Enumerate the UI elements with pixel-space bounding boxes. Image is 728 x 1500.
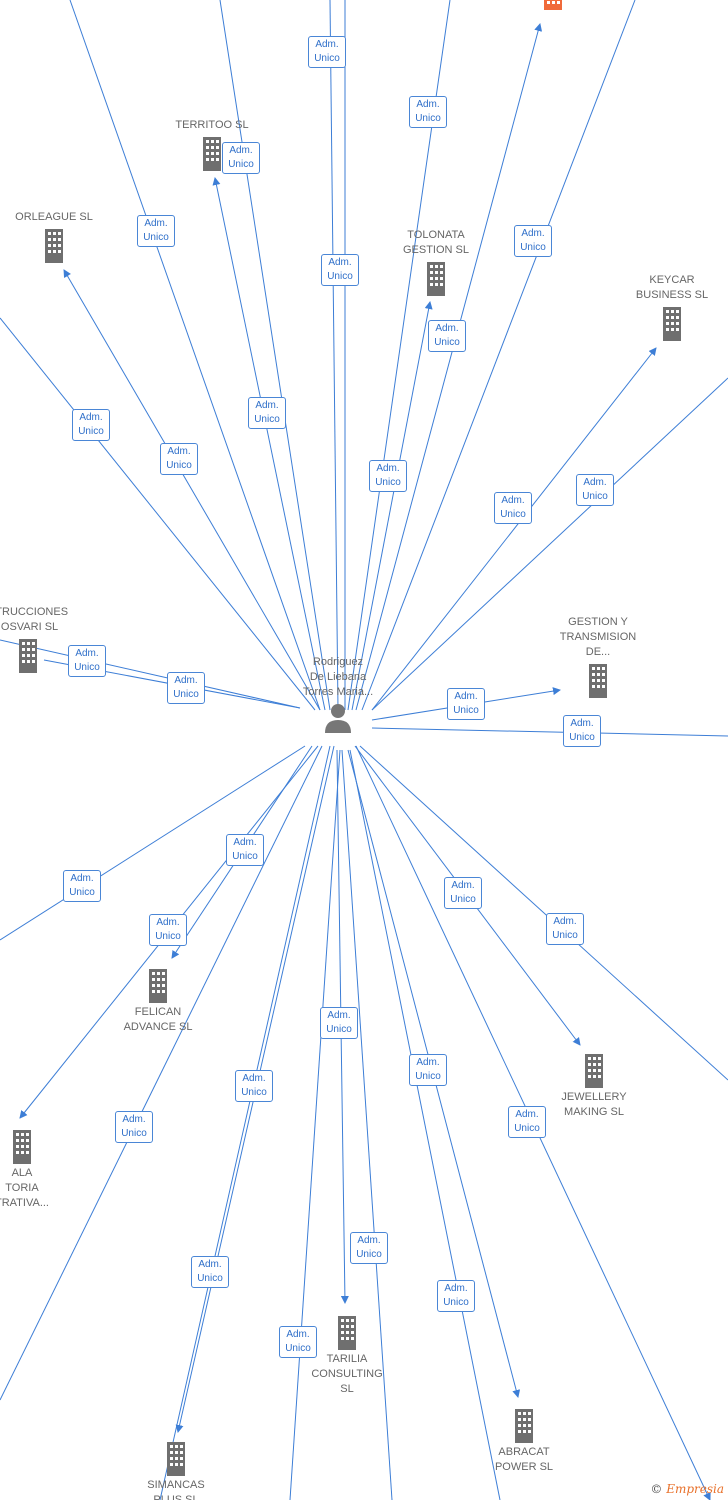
relation-edge [0,639,301,709]
relation-edge [371,377,728,711]
edge-role-label[interactable]: Adm. Unico [437,1280,475,1312]
edge-role-label[interactable]: Adm. Unico [308,36,346,68]
edge-role-label[interactable]: Adm. Unico [167,672,205,704]
edge-role-label[interactable]: Adm. Unico [279,1326,317,1358]
building-icon [149,969,167,1003]
company-node-tarilia[interactable]: TARILIA CONSULTING SL [300,1312,394,1397]
edge-role-label[interactable]: Adm. Unico [63,870,101,902]
relation-edge [361,0,636,711]
company-node-jewellery[interactable]: JEWELLERY MAKING SL [546,1050,642,1120]
company-node-keycar[interactable]: KEYCAR BUSINESS SL [624,273,720,343]
edge-role-label[interactable]: Adm. Unico [160,443,198,475]
edge-role-label[interactable]: Adm. Unico [428,320,466,352]
edge-role-label[interactable]: Adm. Unico [508,1106,546,1138]
company-label: ORLEAGUE SL [15,211,93,223]
relation-edge [0,317,316,711]
edge-role-label[interactable]: Adm. Unico [248,397,286,429]
edge-role-label[interactable]: Adm. Unico [115,1111,153,1143]
building-icon [13,1130,31,1164]
relation-edge [359,745,728,1081]
edge-role-label[interactable]: Adm. Unico [72,409,110,441]
edge-role-label[interactable]: Adm. Unico [68,645,106,677]
company-label: ABRACAT POWER SL [494,1446,554,1473]
edge-role-label[interactable]: Adm. Unico [546,913,584,945]
relation-edge [69,0,321,711]
edge-role-label[interactable]: Adm. Unico [563,715,601,747]
edge-role-label[interactable]: Adm. Unico [222,142,260,174]
edge-role-label[interactable]: Adm. Unico [494,492,532,524]
company-node-highlighted[interactable] [530,0,576,12]
relation-edge [371,347,657,711]
edge-role-label[interactable]: Adm. Unico [235,1070,273,1102]
relation-edge [63,269,321,711]
edge-role-label[interactable]: Adm. Unico [409,96,447,128]
building-icon [515,1409,533,1443]
edge-role-label[interactable]: Adm. Unico [576,474,614,506]
company-node-gestion[interactable]: GESTION Y TRANSMISION DE... [552,615,644,700]
company-node-simancas[interactable]: SIMANCAS PLUS SL [130,1438,222,1500]
watermark: © Empresia [650,1482,724,1496]
building-icon [338,1316,356,1350]
company-label: FELICAN ADVANCE SL [123,1006,193,1033]
company-node-abracat[interactable]: ABRACAT POWER SL [478,1405,570,1475]
company-node-consultoria[interactable]: ALA TORIA TRATIVA... [0,1126,60,1211]
building-icon [167,1442,185,1476]
edge-role-label[interactable]: Adm. Unico [409,1054,447,1086]
building-icon [663,307,681,341]
edge-role-label[interactable]: Adm. Unico [321,254,359,286]
center-person-node[interactable]: Rodriguez De Liebana Torres Maria... [290,655,386,736]
relation-edge [0,745,306,941]
relation-edge [329,0,339,711]
relation-edge [351,301,433,711]
company-node-territoo[interactable]: TERRITOO SL [160,118,264,173]
building-icon [427,262,445,296]
edge-role-label[interactable]: Adm. Unico [226,834,264,866]
relation-edge [159,745,331,1500]
relation-edge [212,177,326,711]
relation-edge [289,749,341,1500]
brand-logo: Empresia [666,1482,724,1496]
company-label: TARILIA CONSULTING SL [311,1353,383,1395]
company-node-construcciones[interactable]: STRUCCIONES IOSVARI SL [0,605,78,675]
relation-edge [341,749,393,1500]
building-icon [203,137,221,171]
company-label: GESTION Y TRANSMISION DE... [559,616,637,658]
company-node-felican[interactable]: FELICAN ADVANCE SL [108,965,208,1035]
center-person-label: Rodriguez De Liebana Torres Maria... [302,656,374,698]
edge-role-label[interactable]: Adm. Unico [149,914,187,946]
building-icon [19,639,37,673]
company-label: JEWELLERY MAKING SL [561,1091,627,1118]
edge-role-label[interactable]: Adm. Unico [320,1007,358,1039]
company-label: STRUCCIONES IOSVARI SL [0,606,69,633]
company-label: KEYCAR BUSINESS SL [635,274,709,301]
building-icon [45,229,63,263]
building-icon-highlighted [544,0,562,10]
company-node-tolonata[interactable]: TOLONATA GESTION SL [388,228,484,298]
company-label: TERRITOO SL [175,119,249,131]
edge-role-label[interactable]: Adm. Unico [447,688,485,720]
relation-edge [0,745,323,1401]
building-icon [589,664,607,698]
copyright-symbol: © [650,1482,663,1496]
relation-edge [371,727,728,737]
edge-role-label[interactable]: Adm. Unico [514,225,552,257]
edge-role-label[interactable]: Adm. Unico [191,1256,229,1288]
company-label: SIMANCAS PLUS SL [147,1479,205,1500]
relation-edge [349,749,501,1500]
person-icon [325,704,351,733]
company-node-orleague[interactable]: ORLEAGUE SL [0,210,108,265]
relation-edge [355,23,543,711]
edge-role-label[interactable]: Adm. Unico [369,460,407,492]
company-label: ALA TORIA TRATIVA... [0,1167,49,1209]
relation-edge [219,0,331,711]
edge-role-label[interactable]: Adm. Unico [137,215,175,247]
company-label: TOLONATA GESTION SL [402,229,470,256]
edge-role-label[interactable]: Adm. Unico [350,1232,388,1264]
building-icon [585,1054,603,1088]
edge-role-label[interactable]: Adm. Unico [444,877,482,909]
